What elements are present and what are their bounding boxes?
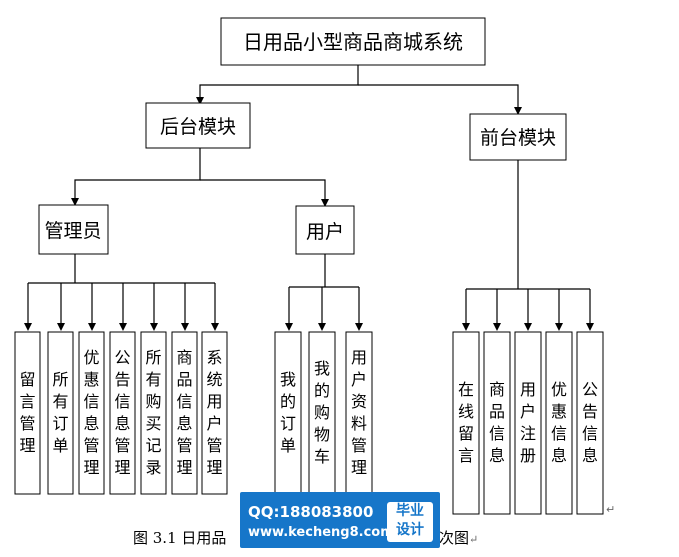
node-frontend-label: 前台模块: [480, 127, 556, 149]
node-admin-label: 管理员: [44, 220, 101, 242]
admin-leaf-label-3: 公告信息管理: [114, 348, 130, 477]
user-leaf-1: 我的购物车: [308, 331, 336, 495]
front-leaf-label-1: 商品信息: [489, 380, 505, 465]
caption-return-mark: ↵: [469, 533, 479, 546]
admin-leaf-label-4: 所有购买记录: [145, 348, 161, 477]
user-leaf-label-1: 我的购物车: [314, 359, 330, 466]
caption-left-text: 图 3.1 日用品: [133, 529, 227, 547]
node-backend-label: 后台模块: [160, 116, 236, 138]
node-root: 日用品小型商品商城系统: [220, 17, 486, 66]
front-leaf-4: 公告信息: [576, 331, 604, 515]
watermark-qq-text: QQ:188083800: [248, 503, 374, 521]
front-leaf-label-2: 用户注册: [520, 380, 536, 465]
admin-leaf-0: 留言管理: [14, 331, 41, 495]
admin-leaf-6: 系统用户管理: [201, 331, 228, 495]
admin-leaf-2: 优惠信息管理: [78, 331, 105, 495]
node-root-label: 日用品小型商品商城系统: [243, 30, 463, 54]
admin-leaf-5: 商品信息管理: [171, 331, 198, 495]
watermark-badge-top: 毕业: [396, 503, 424, 519]
front-leaf-0: 在线留言: [452, 331, 480, 515]
front-leaf-label-4: 公告信息: [582, 380, 598, 465]
user-leaf-label-2: 用户资料管理: [351, 348, 367, 477]
watermark-banner: QQ:188083800 www.kecheng8.com 毕业 设计: [240, 492, 440, 548]
user-leaf-label-0: 我的订单: [280, 370, 296, 455]
admin-leaf-4: 所有购买记录: [140, 331, 167, 495]
caption-right-text: 次图↵: [439, 527, 478, 548]
front-leaf-2: 用户注册: [514, 331, 542, 515]
user-leaf-0: 我的订单: [274, 331, 302, 495]
node-admin: 管理员: [38, 204, 109, 255]
front-leaf-label-0: 在线留言: [458, 380, 474, 465]
front-leaf-3: 优惠信息: [545, 331, 573, 515]
admin-leaf-label-0: 留言管理: [19, 370, 35, 455]
front-leaf-label-3: 优惠信息: [551, 380, 567, 465]
admin-leaf-label-6: 系统用户管理: [206, 348, 222, 477]
admin-leaf-3: 公告信息管理: [109, 331, 136, 495]
connector-lines: [24, 65, 594, 331]
node-user-label: 用户: [306, 221, 344, 243]
watermark-url-text: www.kecheng8.com: [248, 525, 394, 540]
user-leaf-2: 用户资料管理: [345, 331, 373, 495]
admin-leaf-1: 所有订单: [47, 331, 74, 495]
node-backend: 后台模块: [145, 102, 251, 149]
front-leaf-1: 商品信息: [483, 331, 511, 515]
node-frontend: 前台模块: [469, 113, 567, 161]
admin-leaf-label-5: 商品信息管理: [176, 348, 192, 477]
admin-leaf-label-2: 优惠信息管理: [83, 348, 99, 477]
figure-caption: 图 3.1 日用品 次图↵: [133, 527, 478, 548]
node-user: 用户: [295, 205, 355, 255]
watermark-badge: 毕业 设计: [387, 502, 433, 542]
caption-right-label: 次图: [439, 529, 470, 547]
admin-leaf-label-1: 所有订单: [52, 370, 68, 455]
paragraph-return-mark: ↵: [606, 503, 616, 516]
watermark-badge-bottom: 设计: [396, 522, 424, 538]
